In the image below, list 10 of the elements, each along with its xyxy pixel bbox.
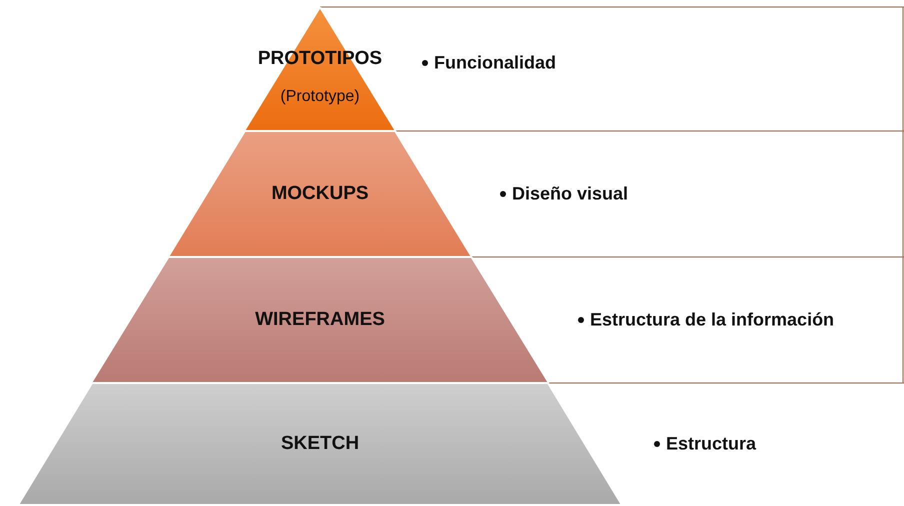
pyramid-level: [91, 257, 549, 383]
level-title: WIREFRAMES: [255, 309, 385, 331]
level-title: SKETCH: [280, 433, 360, 455]
bullet-text: Estructura: [666, 434, 756, 454]
pyramid-level: [18, 383, 622, 505]
bullet-text: Estructura de la información: [590, 310, 834, 330]
level-subtitle: (Prototype): [280, 88, 360, 106]
bullet-text: Diseño visual: [512, 184, 628, 204]
bullet-text: Funcionalidad: [434, 52, 556, 74]
level-title: MOCKUPS: [271, 183, 369, 205]
